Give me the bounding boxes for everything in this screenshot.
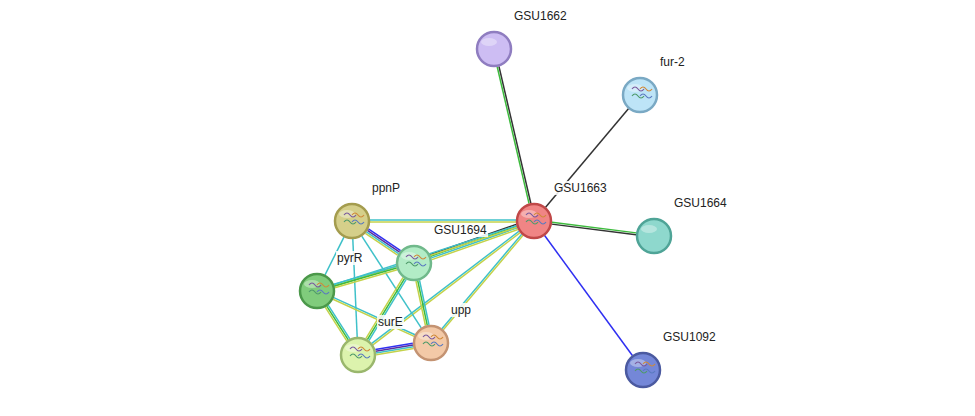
evidence-line [334,266,396,284]
evidence-line [545,236,633,356]
evidence-line [366,277,403,338]
evidence-line [499,66,531,203]
evidence-line [443,235,523,329]
node-highlight [641,225,657,233]
evidence-line [546,109,629,207]
protein-node: GSU1663 [516,203,552,239]
structure-glyph [632,87,652,98]
evidence-line [365,233,397,255]
protein-node: GSU1664 [636,218,672,254]
interaction-edge [497,66,531,203]
evidence-line [328,305,350,339]
node-disc [517,204,551,238]
node-disc [626,353,660,387]
node-circle [340,337,376,373]
interaction-edge [325,305,350,341]
evidence-line [334,268,396,286]
interaction-edge [375,343,413,354]
node-label: upp [450,303,472,317]
interaction-edge [552,222,637,234]
node-circle [476,31,512,67]
node-disc [414,326,448,360]
interaction-edge [370,220,516,222]
node-circle [396,245,432,281]
evidence-line [418,281,428,326]
interaction-edge [442,234,523,330]
protein-node: surE [340,337,376,373]
protein-node: fur-2 [622,77,658,113]
protein-node: upp [413,325,449,361]
protein-node: GSU1662 [476,31,512,67]
protein-node: GSU1694 [396,245,432,281]
node-label: GSU1663 [553,181,608,195]
structure-glyph [350,347,370,358]
evidence-line [497,67,529,204]
evidence-line [376,349,413,355]
node-disc [335,204,369,238]
interaction-edge [416,280,429,326]
node-label: ppnP [371,181,401,195]
node-circle [334,203,370,239]
evidence-line [416,281,426,326]
interaction-edge [334,266,397,287]
evidence-line [325,307,347,341]
node-disc [477,32,511,66]
node-label: fur-2 [659,55,686,69]
node-label: surE [377,315,404,329]
interaction-edge [333,298,415,337]
evidence-line [369,279,406,340]
interaction-edge [546,109,629,207]
evidence-line [370,219,516,221]
evidence-line [552,224,636,235]
protein-node: GSU1092 [625,352,661,388]
node-highlight [481,38,497,46]
structure-glyph [423,335,443,346]
node-circle [413,325,449,361]
structure-glyph [526,213,546,224]
node-circle [622,77,658,113]
node-disc [300,274,334,308]
node-disc [637,219,671,253]
node-circle [516,203,552,239]
node-disc [341,338,375,372]
node-label: pyrR [336,251,363,265]
protein-node: pyrR [299,273,335,309]
interaction-edge [545,236,633,356]
structure-glyph [344,213,364,224]
node-circle [636,218,672,254]
node-label: GSU1664 [673,196,728,210]
structure-glyph [309,283,329,294]
node-label: GSU1662 [513,9,568,23]
evidence-line [333,299,414,336]
node-label: GSU1694 [433,223,488,237]
structure-glyph [406,255,426,266]
evidence-line [335,270,397,288]
node-circle [299,273,335,309]
node-disc [623,78,657,112]
interaction-edge [366,277,406,340]
evidence-line [368,229,400,251]
evidence-line [367,230,399,252]
node-circle [625,352,661,388]
evidence-line [442,234,522,328]
node-label: GSU1092 [662,330,717,344]
node-disc [397,246,431,280]
evidence-line [327,306,349,340]
evidence-line [367,278,404,339]
structure-glyph [635,362,655,373]
evidence-line [552,222,636,233]
protein-node: ppnP [334,203,370,239]
